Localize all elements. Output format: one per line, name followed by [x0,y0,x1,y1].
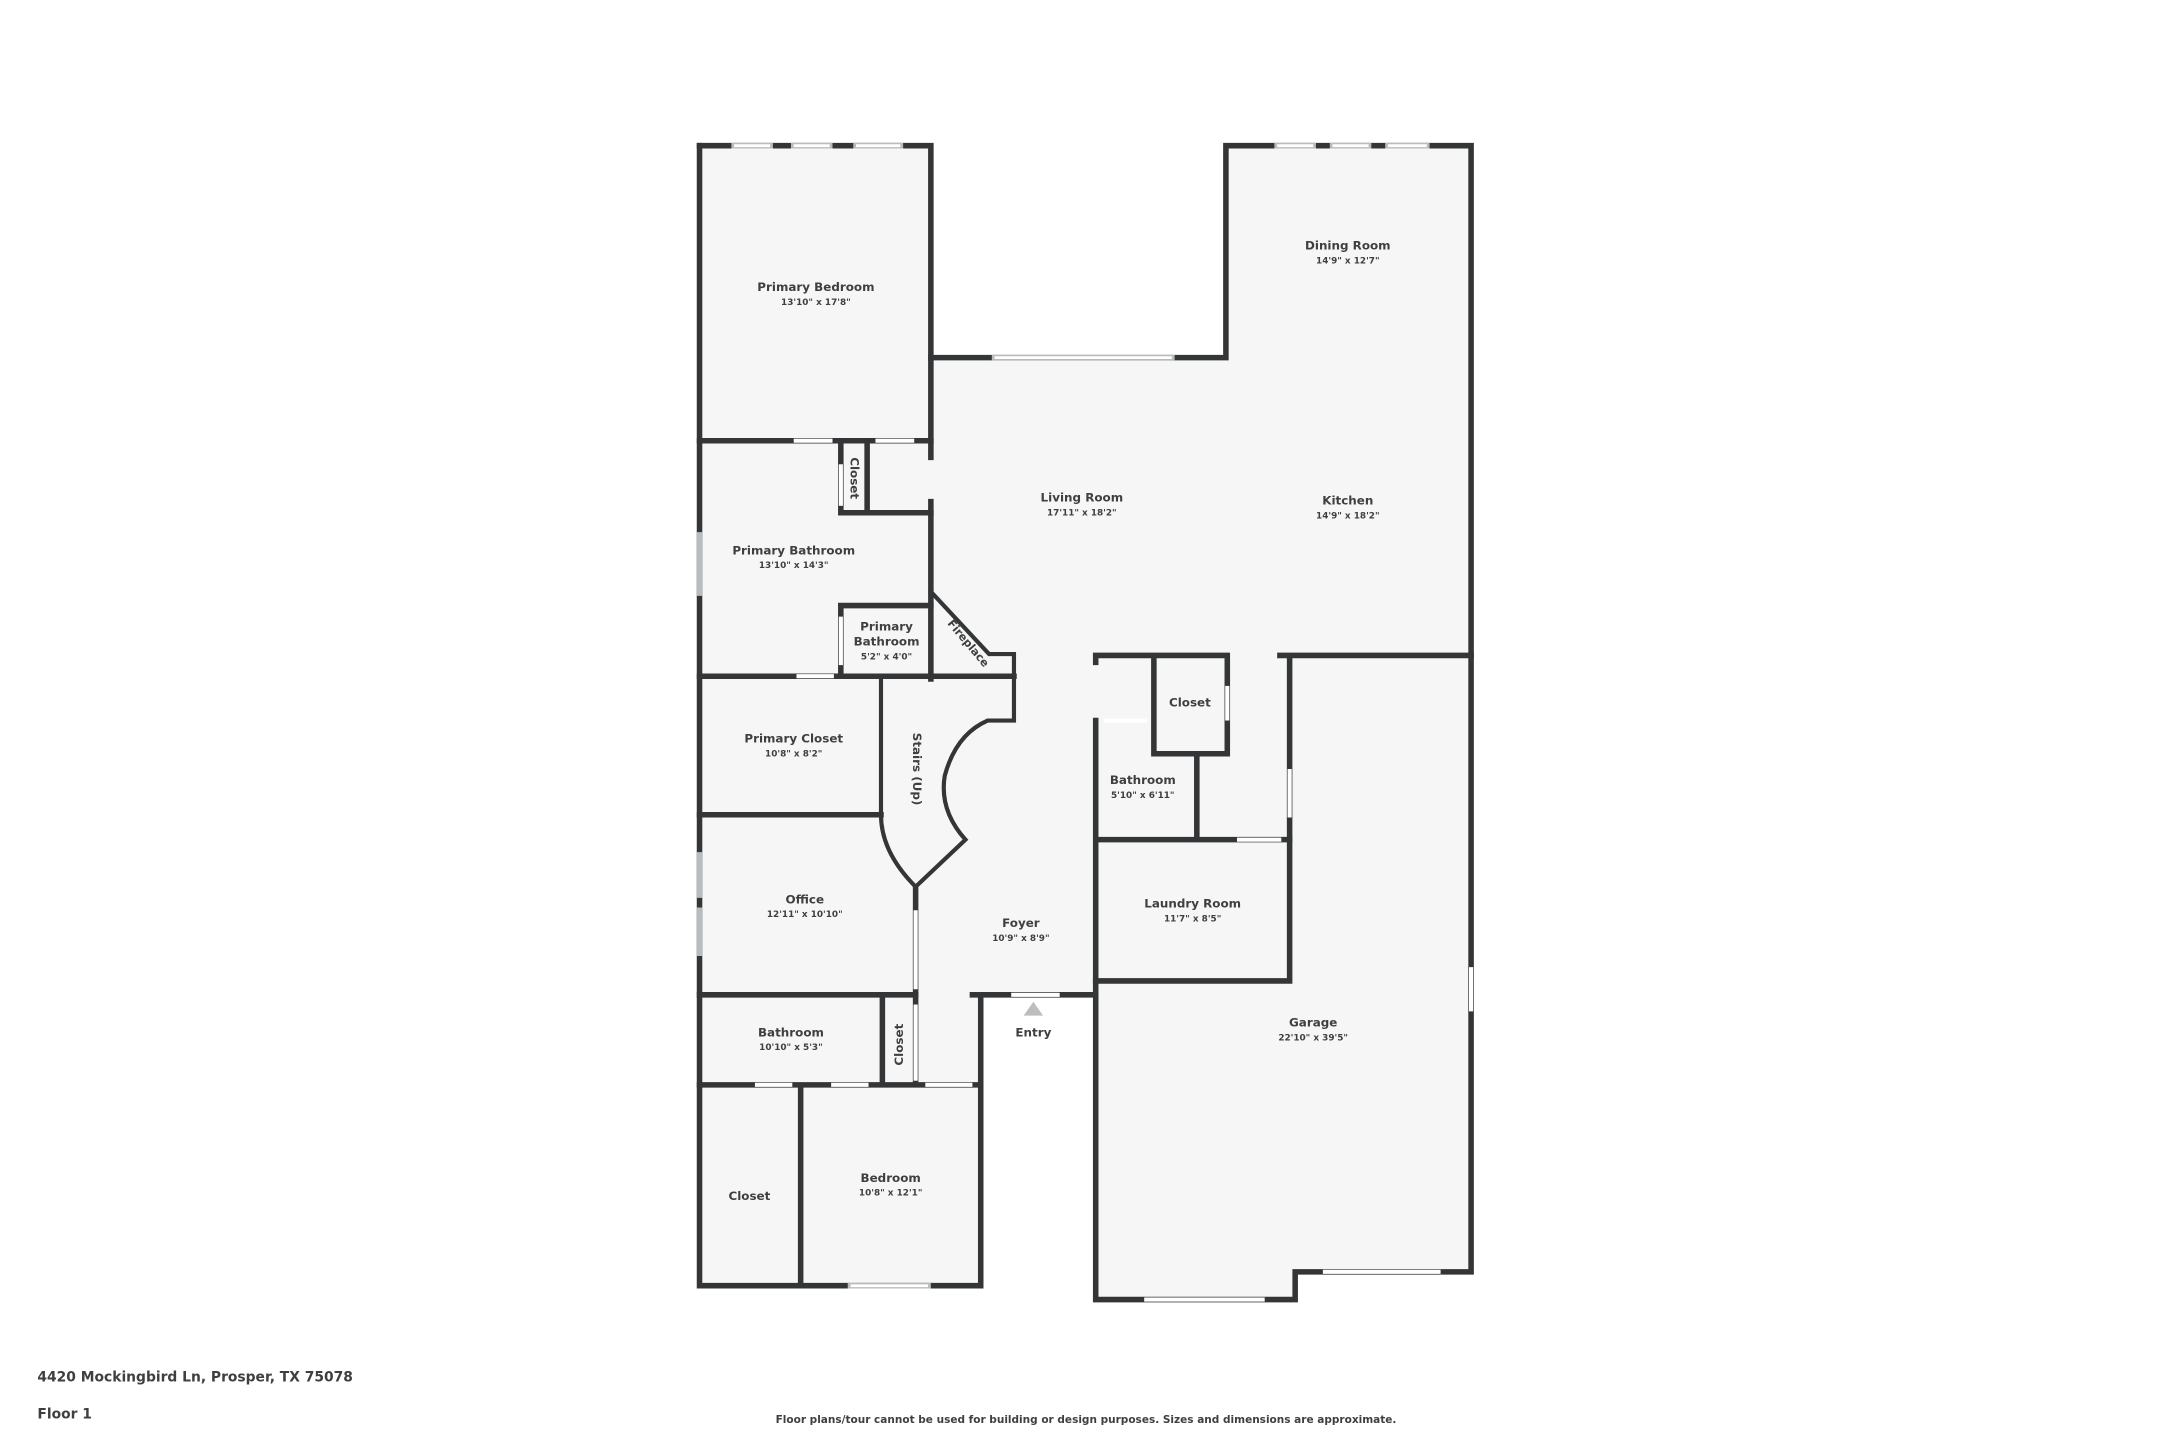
room-dims-laundry: 11'7" x 8'5" [1164,914,1221,924]
room-dims-garage: 22'10" x 39'5" [1278,1034,1348,1044]
room-label-small-bathroom-2: Bathroom [854,635,920,649]
disclaimer: Floor plans/tour cannot be used for buil… [776,1414,1397,1426]
room-dims-primary-bathroom: 13'10" x 14'3" [759,561,829,571]
room-label-bathroom-2: Bathroom [758,1025,824,1039]
entry-arrow-icon [1023,1001,1044,1016]
room-label-laundry: Laundry Room [1144,897,1241,911]
room-label-primary-bedroom: Primary Bedroom [757,280,874,294]
label-stairs: Stairs (Up) [910,733,924,806]
room-label-kitchen: Kitchen [1322,493,1373,507]
windows [696,142,1441,1302]
room-dims-foyer: 10'9" x 8'9" [992,934,1049,944]
room-dims-dining-room: 14'9" x 12'7" [1316,256,1380,266]
room-label-living-room: Living Room [1041,491,1124,505]
room-dims-primary-bedroom: 13'10" x 17'8" [781,298,851,308]
room-label-primary-bathroom: Primary Bathroom [732,543,855,557]
room-label-small-bathroom-1: Primary [860,619,913,633]
stairs[interactable] [878,674,1017,890]
entry-label: Entry [1015,1025,1051,1039]
room-label-garage: Garage [1289,1016,1337,1030]
room-label-bedroom: Bedroom [861,1171,921,1185]
address: 4420 Mockingbird Ln, Prosper, TX 75078 [37,1369,353,1385]
room-dims-living-room: 17'11" x 18'2" [1047,509,1117,519]
room-label-dining-room: Dining Room [1305,239,1391,253]
room-label-primary-closet: Primary Closet [744,732,843,746]
room-dims-bedroom: 10'8" x 12'1" [859,1189,923,1199]
room-dims-small-bathroom: 5'2" x 4'0" [861,653,912,663]
room-label-foyer: Foyer [1002,916,1040,930]
room-label-closet-hall: Closet [1169,696,1211,710]
room-dims-bathroom-hall: 5'10" x 6'11" [1111,791,1175,801]
room-label-closet-bedroom: Closet [728,1189,770,1203]
room-label-bathroom-hall: Bathroom [1110,773,1176,787]
room-dims-office: 12'11" x 10'10" [767,910,843,920]
floor-area [699,145,1472,1300]
room-label-office: Office [786,892,825,906]
doors [754,438,1474,1087]
room-label-closet-bath: Closet [892,1023,906,1065]
room-dims-bathroom-2: 10'10" x 5'3" [759,1043,823,1053]
room-dims-primary-closet: 10'8" x 8'2" [765,750,822,760]
room-label-closet-primary: Closet [848,457,862,499]
room-dims-kitchen: 14'9" x 18'2" [1316,511,1380,521]
floor-label: Floor 1 [37,1407,92,1423]
